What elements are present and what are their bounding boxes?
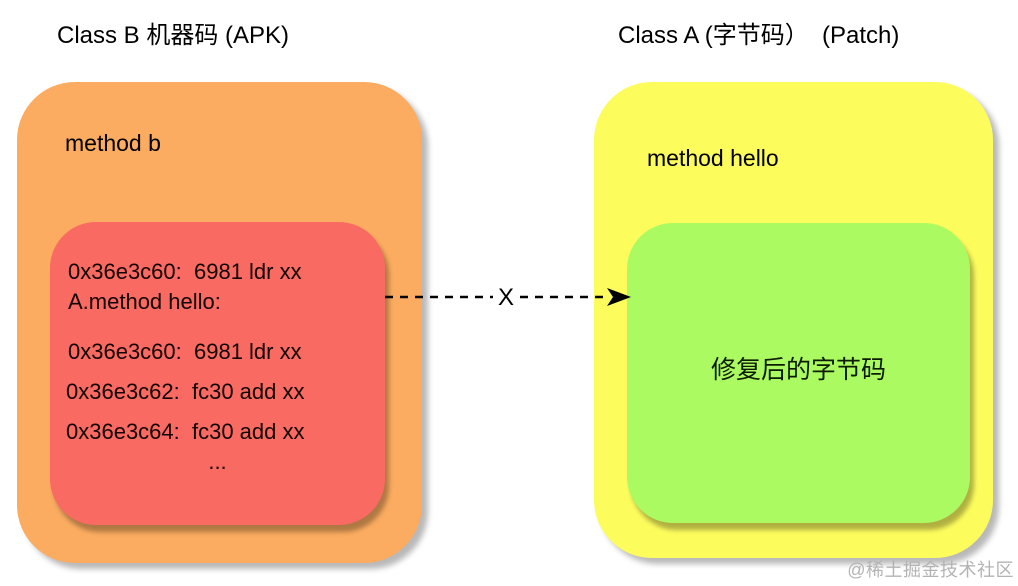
method-hello-label: method hello <box>647 145 779 171</box>
code-line: A.method hello: <box>68 289 221 314</box>
class-a-title: Class A (字节码） (Patch) <box>618 22 900 49</box>
patched-bytecode-label: 修复后的字节码 <box>710 356 886 384</box>
code-line: 0x36e3c62: fc30 add xx <box>66 379 305 404</box>
watermark: @稀土掘金技术社区 <box>847 560 1014 580</box>
dashed-arrow-icon: X <box>385 284 631 311</box>
code-line: 0x36e3c60: 6981 ldr xx <box>68 259 302 284</box>
arrow-x-label: X <box>498 284 514 311</box>
code-line: 0x36e3c60: 6981 ldr xx <box>68 339 302 364</box>
machine-code-block <box>50 222 385 525</box>
method-b-label: method b <box>65 130 161 156</box>
code-line: 0x36e3c64: fc30 add xx <box>66 419 305 444</box>
arrowhead-icon <box>607 288 631 306</box>
code-ellipsis: ... <box>208 449 227 474</box>
class-b-title: Class B 机器码 (APK) <box>57 22 290 49</box>
patched-bytecode-block <box>627 223 970 523</box>
